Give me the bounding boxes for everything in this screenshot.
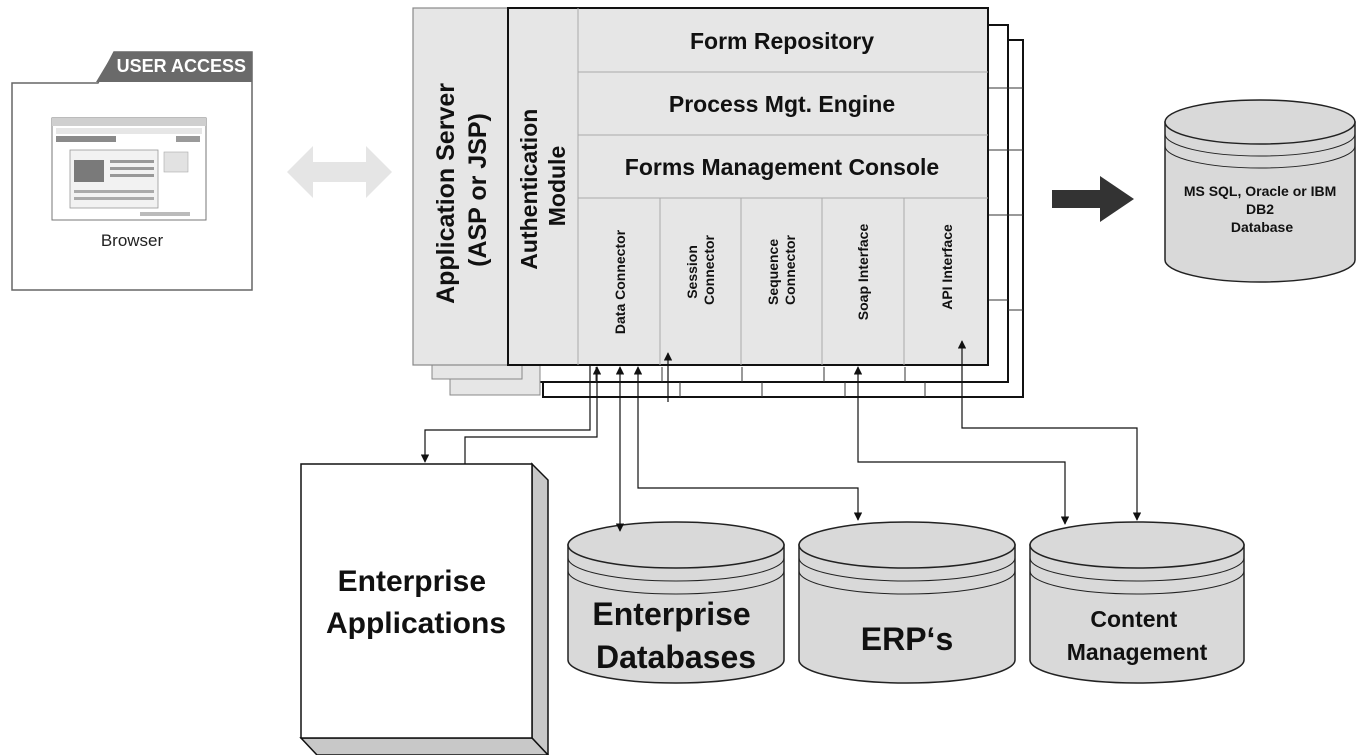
api-to-content-arrow [957,340,1142,521]
user-access-label: USER ACCESS [117,56,246,76]
browser-label: Browser [101,231,164,250]
enterprise-databases-cylinder [567,521,785,684]
user-access-panel: USER ACCESS Browser [11,51,253,291]
forms-console-label: Forms Management Console [625,154,939,180]
erp-label: ERP‘s [861,621,953,657]
enterprise-applications-box [299,462,550,755]
session-connector-label: Session Connector [684,234,717,305]
main-database-cylinder [1164,99,1356,283]
connector-lines [420,340,1142,532]
authentication-module-label: Authentication Module [516,102,570,269]
front-layer-box [507,7,989,366]
application-server-box [412,7,509,366]
form-repository-label: Form Repository [690,28,874,54]
content-management-label: Content Management [1067,606,1208,665]
data-connector-label: Data Connector [612,229,628,334]
data-to-apps-arrow [420,365,591,463]
sequence-connector-label: Sequence Connector [765,234,798,305]
application-server-label: Application Server (ASP or JSP) [432,76,492,304]
enterprise-databases-label: Enterprise Databases [592,596,759,675]
enterprise-applications-label: Enterprise Applications [326,565,506,640]
main-database-label: MS SQL, Oracle or IBM DB2 Database [1184,183,1340,235]
apps-to-data-arrow [464,366,602,464]
browser-window-icon [51,117,207,221]
api-interface-label: API Interface [939,224,955,310]
soap-interface-label: Soap Interface [855,224,871,321]
user-access-tab [96,52,252,82]
content-management-cylinder [1029,521,1245,684]
double-arrow-icon [287,146,392,198]
process-engine-label: Process Mgt. Engine [669,91,895,117]
erp-cylinder [798,521,1016,684]
right-arrow-icon [1052,176,1134,222]
